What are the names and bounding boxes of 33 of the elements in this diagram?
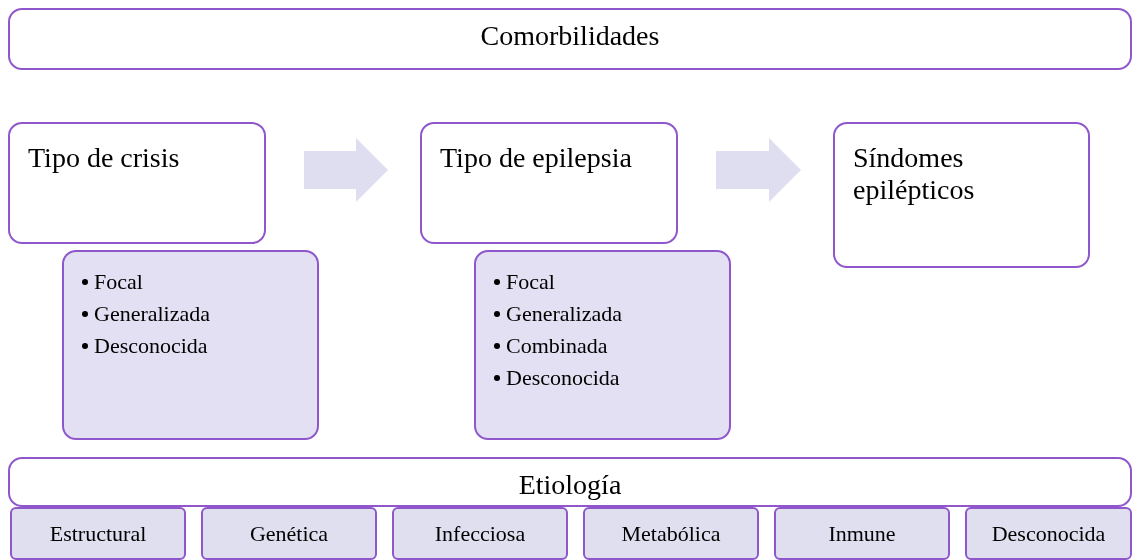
heading: Comorbilidades — [480, 19, 660, 53]
box-title: Síndomes epilépticos — [853, 142, 976, 206]
category-cell — [774, 507, 950, 560]
block-arrow — [304, 138, 388, 202]
list-item: Combinada — [506, 332, 608, 360]
category-box — [420, 122, 678, 244]
category-banner — [8, 8, 1132, 70]
list-item: Focal — [506, 268, 555, 296]
category-box — [833, 122, 1090, 268]
list-box — [62, 250, 319, 440]
list-box — [474, 250, 731, 440]
list-item: Focal — [94, 268, 143, 296]
category-cell — [10, 507, 186, 560]
cell-label: Metabólica — [621, 520, 721, 547]
cell-label: Infecciosa — [434, 520, 526, 547]
cell-label: Inmune — [828, 520, 896, 547]
category-cell — [392, 507, 568, 560]
category-cell — [201, 507, 377, 560]
category-banner — [8, 457, 1132, 507]
cell-label: Estructural — [49, 520, 147, 547]
block-arrow — [716, 138, 801, 202]
heading: Etiología — [518, 468, 622, 502]
list-item: Desconocida — [506, 364, 620, 392]
category-cell — [583, 507, 759, 560]
category-box — [8, 122, 266, 244]
box-title: Tipo de crisis — [28, 142, 180, 174]
list-item: Generalizada — [94, 300, 211, 328]
list-item: Desconocida — [94, 332, 208, 360]
cell-label: Genética — [249, 520, 329, 547]
box-title: Tipo de epilepsia — [440, 142, 632, 174]
list-item: Generalizada — [506, 300, 623, 328]
category-cell — [965, 507, 1132, 560]
cell-label: Desconocida — [991, 520, 1106, 547]
